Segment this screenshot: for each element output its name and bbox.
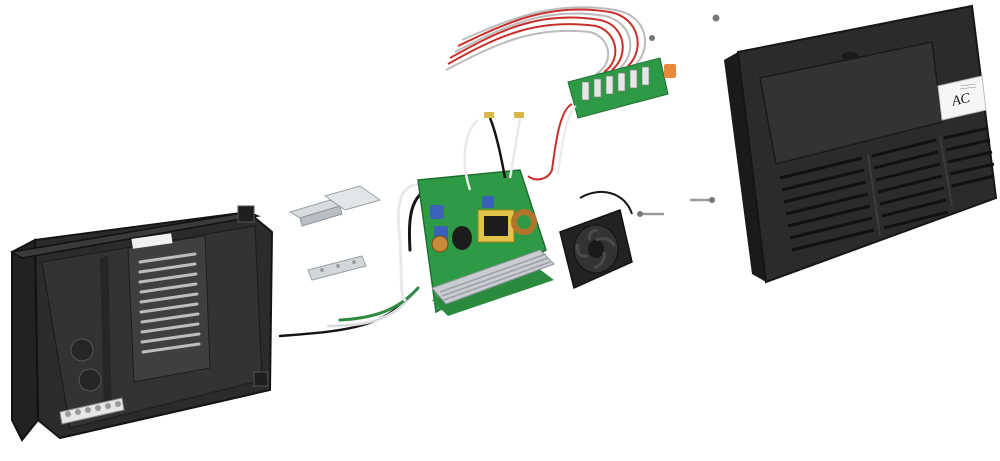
transformer xyxy=(477,209,515,243)
cover-vent-louvers xyxy=(779,126,995,252)
logo-mark: AC xyxy=(950,91,972,110)
toroid-choke xyxy=(511,209,537,235)
knockout-hole xyxy=(70,338,94,362)
dc-distribution-board xyxy=(445,6,676,181)
heatsink xyxy=(431,249,555,305)
dc-output-wires xyxy=(445,6,647,75)
mounting-bracket-lower xyxy=(307,255,367,281)
screw xyxy=(712,14,720,22)
front-cover: AC xyxy=(724,4,998,284)
mounting-bracket-upper xyxy=(288,185,382,227)
logo-label-sticker: AC xyxy=(937,75,987,121)
electrolytic-capacitor xyxy=(452,226,472,250)
cover-access-door xyxy=(759,41,943,165)
capacitor xyxy=(482,196,494,208)
knockout-hole xyxy=(78,368,102,392)
enclosure-vent-grille xyxy=(127,235,211,383)
cooling-fan xyxy=(559,190,633,290)
capacitor xyxy=(430,205,444,219)
mounting-tab xyxy=(237,205,255,223)
door-latch xyxy=(842,52,858,60)
converter-pcb xyxy=(417,112,555,316)
enclosure-slot xyxy=(131,233,173,249)
inductor-coil xyxy=(431,235,449,253)
screw xyxy=(690,197,715,203)
terminal-strip xyxy=(59,397,125,425)
fuse-orange xyxy=(664,64,676,78)
screw xyxy=(637,211,664,217)
base-enclosure xyxy=(9,205,274,442)
mounting-tab xyxy=(253,371,269,387)
screw xyxy=(649,35,655,41)
